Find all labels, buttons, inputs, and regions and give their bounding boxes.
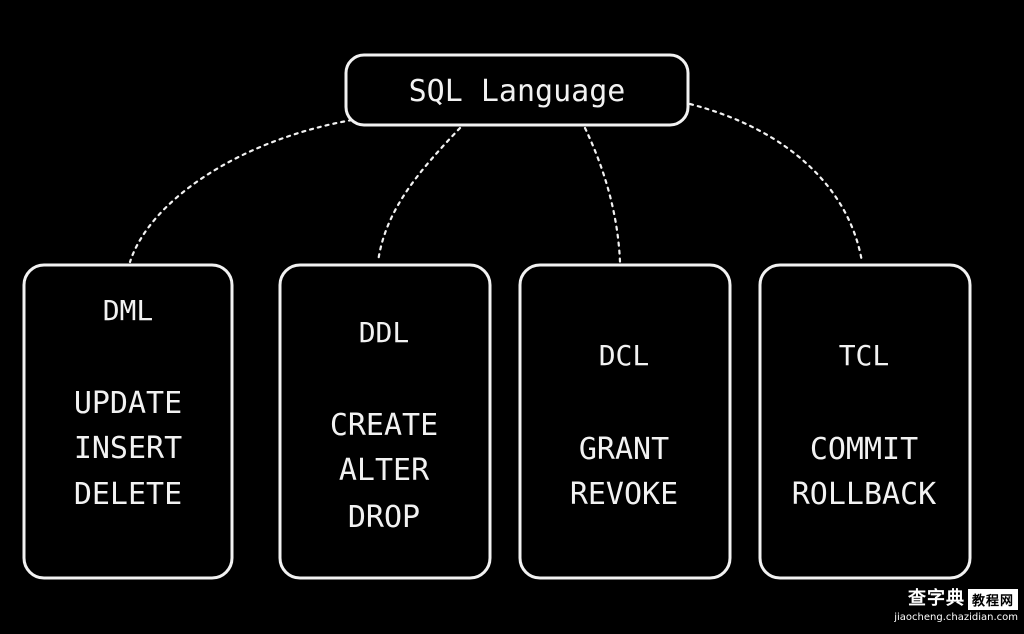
connector-ddl (376, 126, 462, 264)
command-update: UPDATE (74, 386, 182, 421)
command-rollback: ROLLBACK (792, 477, 937, 512)
command-alter: ALTER (339, 453, 430, 488)
root-node: SQL Language (344, 53, 690, 127)
watermark-site: 查字典 (907, 588, 965, 609)
category-ddl: DDL CREATE ALTER DROP (278, 263, 492, 580)
connector-dcl (583, 126, 622, 264)
command-revoke: REVOKE (570, 477, 678, 512)
command-create: CREATE (330, 408, 438, 443)
category-dcl: DCL GRANT REVOKE (518, 263, 732, 580)
watermark-sub: 教程网 (967, 588, 1018, 610)
watermark-logo: 查字典教程网 jiaocheng.chazidian.com (838, 584, 1018, 630)
command-drop: DROP (348, 500, 420, 535)
category-tcl: TCL COMMIT ROLLBACK (758, 263, 972, 580)
category-box-ddl (278, 263, 492, 580)
root-box (344, 53, 690, 127)
category-box-tcl (758, 263, 972, 580)
category-title-dcl: DCL (599, 339, 650, 372)
root-label: SQL Language (409, 74, 626, 109)
category-dml: DML UPDATE INSERT DELETE (22, 263, 234, 580)
command-insert: INSERT (74, 431, 182, 466)
category-box-dcl (518, 263, 732, 580)
connector-tcl (688, 102, 864, 264)
category-title-dml: DML (103, 294, 154, 327)
watermark-url: jiaocheng.chazidian.com (894, 612, 1018, 623)
category-title-tcl: TCL (839, 339, 890, 372)
category-title-ddl: DDL (359, 316, 410, 349)
connector-dml (128, 118, 354, 264)
category-box-dml (22, 263, 234, 580)
connector-lines (128, 102, 864, 264)
command-delete: DELETE (74, 477, 182, 512)
command-commit: COMMIT (810, 432, 918, 467)
command-grant: GRANT (579, 432, 669, 467)
